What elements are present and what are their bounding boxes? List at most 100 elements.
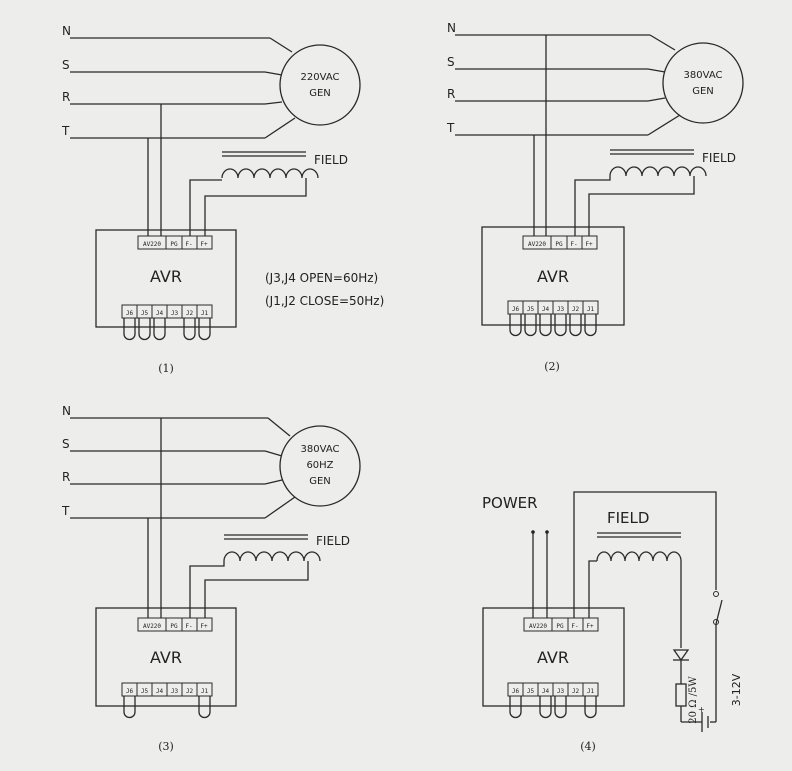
terminal-f-minus: F- <box>570 241 577 248</box>
diagram-3: N S R T 380VAC 60HZ GEN FIELD AV220 PG <box>61 404 361 753</box>
field-coil <box>596 532 682 562</box>
jumper-j4: J4 <box>156 310 164 317</box>
jumper-loops <box>509 314 597 337</box>
jumper-j6: J6 <box>512 688 520 695</box>
jumper-j4: J4 <box>542 306 550 313</box>
jumper-j1: J1 <box>587 306 595 313</box>
phase-label-n: N <box>447 21 456 35</box>
phase-label-s: S <box>62 437 70 451</box>
note-60hz: (J3,J4 OPEN=60Hz) <box>265 271 378 285</box>
jumper-j3: J3 <box>171 688 179 695</box>
phase-label-t: T <box>61 504 70 518</box>
jumper-j5: J5 <box>527 306 535 313</box>
phase-label-t: T <box>446 121 455 135</box>
terminal-strip-top: AV220 PG F- F+ <box>137 617 213 632</box>
terminal-f-plus: F+ <box>200 623 208 630</box>
resistor <box>675 683 687 722</box>
caption-4: (4) <box>580 740 596 753</box>
diagram-1-phase-lines <box>70 37 296 139</box>
voltage-label: 3-12V <box>730 673 743 706</box>
phase-label-s: S <box>447 55 455 69</box>
jumper-j6: J6 <box>126 688 134 695</box>
field-label-large: FIELD <box>607 509 649 527</box>
jumper-j4: J4 <box>156 688 164 695</box>
caption-3: (3) <box>158 740 174 753</box>
generator-380vac-60hz <box>279 425 361 507</box>
caption-2: (2) <box>544 360 560 373</box>
avr-box <box>95 229 237 328</box>
phase-label-r: R <box>62 90 70 104</box>
field-coil <box>609 149 707 177</box>
terminal-av220: AV220 <box>528 241 546 248</box>
generator-gen-label: GEN <box>692 86 714 97</box>
diagram-3-phase-lines <box>70 417 296 519</box>
terminal-f-minus: F- <box>571 623 578 630</box>
jumper-j2: J2 <box>186 310 194 317</box>
switch <box>713 591 723 722</box>
terminal-av220: AV220 <box>529 623 547 630</box>
diagram-4: POWER FIELD <box>482 491 743 753</box>
jumper-j5: J5 <box>527 688 535 695</box>
field-label: FIELD <box>702 151 736 165</box>
battery: + <box>681 705 716 732</box>
generator-voltage-label: 380VAC <box>684 70 723 81</box>
jumper-strip: J6 J5 J4 J3 J2 J1 <box>507 682 599 697</box>
jumper-strip: J6 J5 J4 J3 J2 J1 <box>121 682 213 697</box>
jumper-j6: J6 <box>512 306 520 313</box>
jumper-j3: J3 <box>557 306 565 313</box>
jumper-j4: J4 <box>542 688 550 695</box>
jumper-j5: J5 <box>141 310 149 317</box>
phase-label-n: N <box>62 24 71 38</box>
avr-label: AVR <box>150 267 182 286</box>
generator-220vac <box>279 44 361 126</box>
jumper-j2: J2 <box>186 688 194 695</box>
wires <box>147 418 309 618</box>
terminal-pg: PG <box>170 241 178 248</box>
jumper-j2: J2 <box>572 306 580 313</box>
terminal-pg: PG <box>555 241 563 248</box>
generator-380vac <box>662 42 744 124</box>
note-50hz: (J1,J2 CLOSE=50Hz) <box>265 294 384 308</box>
terminal-f-plus: F+ <box>586 623 594 630</box>
terminal-av220: AV220 <box>143 241 161 248</box>
field-coil <box>221 151 319 179</box>
terminal-pg: PG <box>556 623 564 630</box>
avr-box <box>482 607 625 707</box>
phase-label-t: T <box>61 124 70 138</box>
avr-box <box>95 607 237 707</box>
diagram-2: N S R T 380VAC GEN FIELD AV220 PG F- <box>446 21 744 373</box>
diode <box>672 649 690 684</box>
jumper-j1: J1 <box>201 310 209 317</box>
diagram-2-phase-lines <box>455 34 681 136</box>
jumper-j3: J3 <box>171 310 179 317</box>
resistor-label: 20 Ω /5W <box>688 676 699 724</box>
wires <box>533 35 695 236</box>
terminal-f-minus: F- <box>185 241 192 248</box>
jumper-j6: J6 <box>126 310 134 317</box>
jumper-j2: J2 <box>572 688 580 695</box>
jumper-j1: J1 <box>201 688 209 695</box>
generator-voltage-label: 380VAC <box>301 444 340 455</box>
avr-box <box>481 226 625 326</box>
generator-gen-label: GEN <box>309 88 331 99</box>
terminal-av220: AV220 <box>143 623 161 630</box>
wires <box>147 104 307 236</box>
avr-label: AVR <box>537 648 569 667</box>
terminal-pg: PG <box>170 623 178 630</box>
power-label: POWER <box>482 494 538 512</box>
field-wires <box>573 491 717 648</box>
avr-label: AVR <box>537 267 569 286</box>
field-label: FIELD <box>316 534 350 548</box>
phase-label-s: S <box>62 58 70 72</box>
caption-1: (1) <box>158 362 174 375</box>
jumper-strip: J6 J5 J4 J3 J2 J1 <box>121 304 213 319</box>
jumper-j5: J5 <box>141 688 149 695</box>
generator-gen-label: GEN <box>309 476 331 487</box>
field-coil <box>223 534 321 562</box>
field-label: FIELD <box>314 153 348 167</box>
phase-label-r: R <box>62 470 70 484</box>
jumper-j1: J1 <box>587 688 595 695</box>
avr-label: AVR <box>150 648 182 667</box>
terminal-f-minus: F- <box>185 623 192 630</box>
